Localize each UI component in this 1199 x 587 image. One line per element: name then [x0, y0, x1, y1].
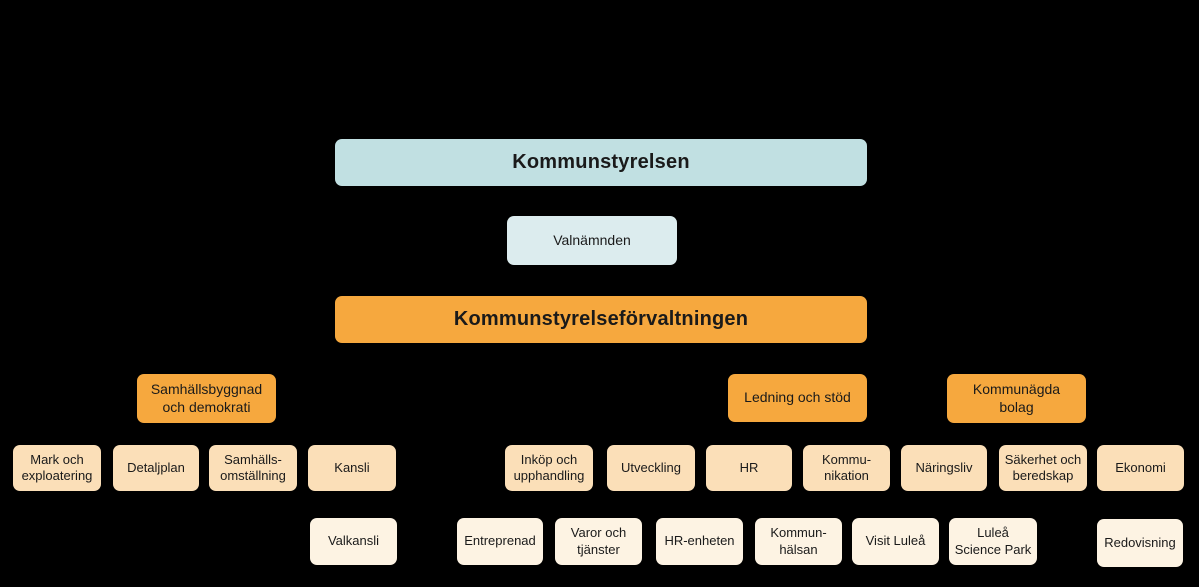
node-entreprenad: Entreprenad	[457, 518, 543, 565]
node-kommunagda-bolag: Kommunägda bolag	[947, 374, 1086, 423]
node-inkop-och-upphandling: Inköp och upphandling	[505, 445, 593, 491]
node-ledning-och-stod: Ledning och stöd	[728, 374, 867, 422]
node-lulea-science-park: Luleå Science Park	[949, 518, 1037, 565]
node-kommunstyrelsen: Kommunstyrelsen	[335, 139, 867, 186]
node-detaljplan: Detaljplan	[113, 445, 199, 491]
node-hr-enheten: HR-enheten	[656, 518, 743, 565]
node-sakerhet-och-beredskap: Säkerhet och beredskap	[999, 445, 1087, 491]
node-valnamnden: Valnämnden	[507, 216, 677, 265]
node-varor-och-tjanster: Varor och tjänster	[555, 518, 642, 565]
node-naringsliv: Näringsliv	[901, 445, 987, 491]
node-hr: HR	[706, 445, 792, 491]
node-utveckling: Utveckling	[607, 445, 695, 491]
node-valkansli: Valkansli	[310, 518, 397, 565]
node-samhallsbyggnad-och-demokrati: Samhällsbyggnad och demokrati	[137, 374, 276, 423]
node-samhallsomstallning: Samhälls- omställning	[209, 445, 297, 491]
node-kommunstyrelseforvaltningen: Kommunstyrelseförvaltningen	[335, 296, 867, 343]
node-visit-lulea: Visit Luleå	[852, 518, 939, 565]
node-redovisning: Redovisning	[1097, 519, 1183, 567]
node-mark-och-exploatering: Mark och exploatering	[13, 445, 101, 491]
node-ekonomi: Ekonomi	[1097, 445, 1184, 491]
node-kommunhalsan: Kommun- hälsan	[755, 518, 842, 565]
node-kommunikation: Kommu- nikation	[803, 445, 890, 491]
node-kansli: Kansli	[308, 445, 396, 491]
